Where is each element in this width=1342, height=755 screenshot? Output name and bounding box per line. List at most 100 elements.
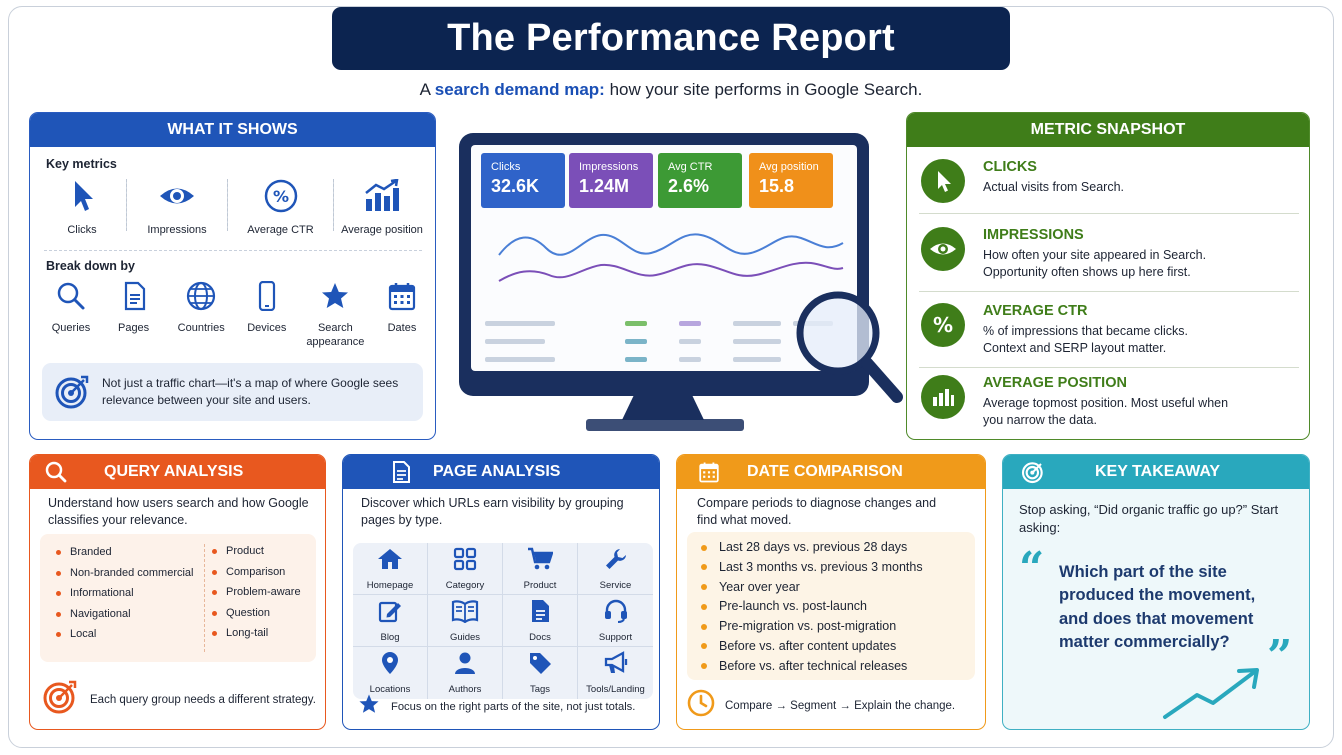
list-item: Before vs. after technical releases (699, 660, 923, 673)
cursor-icon (67, 179, 97, 218)
breakdown-countries: Countries (167, 281, 235, 350)
breakdown-label: Countries (177, 322, 225, 334)
date-comparison-header: DATE COMPARISON (677, 455, 985, 489)
snapshot-desc: Actual visits from Search. (983, 180, 1125, 194)
snapshot-desc: % of impressions that became clicks. (983, 324, 1188, 338)
date-comparison-title: DATE COMPARISON (747, 463, 903, 480)
kpi-card: Impressions 1.24M (569, 153, 653, 208)
list-item: Year over year (699, 581, 923, 594)
key-takeaway-title: KEY TAKEAWAY (1095, 463, 1221, 480)
page-type-label: Authors (448, 684, 482, 695)
breakdown-devices: Devices (240, 280, 294, 350)
page-type-homepage: Homepage (353, 543, 428, 595)
metric-ctr: % Average CTR (228, 179, 333, 238)
page-analysis-title: PAGE ANALYSIS (433, 463, 561, 480)
divider (227, 179, 228, 231)
page-type-support: Support (578, 595, 653, 647)
home-icon (377, 547, 403, 576)
page-type-service: Service (578, 543, 653, 595)
page-type-label: Product (523, 579, 557, 591)
svg-text:%: % (272, 187, 288, 206)
page-type-authors: Authors (428, 647, 503, 699)
page-footer-text: Focus on the right parts of the site, no… (391, 700, 636, 713)
page-type-label: Docs (529, 631, 551, 643)
divider (919, 291, 1299, 292)
query-footer-text: Each query group needs a different strat… (90, 693, 316, 706)
breakdown-dates: Dates (377, 281, 427, 350)
query-list-1: Branded Non-branded commercial Informati… (54, 547, 194, 650)
target-icon (42, 679, 78, 720)
date-footer-text: Compare → Segment → Explain the change. (725, 699, 956, 712)
kpi-value: 32.6K (491, 176, 540, 196)
list-item: Informational (54, 588, 194, 599)
metric-label: Clicks (67, 224, 97, 236)
close-quote-icon: ” (1267, 631, 1293, 682)
page-analysis-header: PAGE ANALYSIS (343, 455, 659, 489)
page-types-grid: Homepage Category Product Service Blog G… (353, 543, 653, 699)
list-item: Before vs. after content updates (699, 640, 923, 653)
cart-icon (527, 547, 554, 576)
percent-icon: % (921, 303, 965, 347)
page-title: The Performance Report (332, 7, 1010, 70)
query-intro: Understand how users search and how Goog… (48, 496, 309, 527)
page-type-tools-landing: Tools/Landing (578, 647, 653, 699)
breakdown-label: Devices (247, 322, 287, 334)
user-icon (453, 651, 477, 680)
query-analysis-panel: QUERY ANALYSIS Understand how users sear… (29, 454, 326, 730)
page-type-label: Support (598, 631, 633, 643)
divider (333, 179, 334, 231)
globe-icon (186, 281, 216, 316)
edit-icon (378, 599, 402, 628)
list-item: Last 3 months vs. previous 3 months (699, 561, 923, 574)
map-pin-icon (379, 651, 401, 680)
date-options-box: Last 28 days vs. previous 28 days Last 3… (687, 532, 975, 680)
date-intro: Compare periods to diagnose changes and … (697, 496, 937, 527)
monitor-base (586, 419, 744, 431)
divider (919, 367, 1299, 368)
snapshot-desc: Average topmost position. Most useful wh… (983, 396, 1229, 410)
relevance-note: Not just a traffic chart—it's a map of w… (42, 363, 423, 421)
document-icon (119, 281, 149, 316)
grid-icon (453, 547, 477, 576)
open-quote-icon: “ (1019, 543, 1045, 594)
query-analysis-header: QUERY ANALYSIS (30, 455, 325, 489)
snapshot-desc: you narrow the data. (983, 412, 1097, 427)
document-icon (389, 461, 413, 483)
page-type-label: Blog (380, 631, 400, 643)
page-type-product: Product (503, 543, 578, 595)
date-options-list: Last 28 days vs. previous 28 days Last 3… (699, 541, 923, 680)
subtitle-prefix: A (419, 80, 435, 99)
break-down-label: Break down by (46, 259, 135, 273)
metric-position: Average position (334, 178, 430, 238)
breakdown-label: Queries (51, 322, 91, 334)
snapshot-name: IMPRESSIONS (983, 227, 1084, 243)
target-icon (1021, 460, 1045, 484)
page-type-blog: Blog (353, 595, 428, 647)
kpi-label: Impressions (579, 161, 639, 173)
page-frame (8, 6, 1334, 748)
list-item: Long-tail (210, 628, 301, 639)
list-item: Navigational (54, 608, 194, 620)
kpi-value: 2.6% (668, 176, 710, 196)
metric-label: Average CTR (247, 224, 314, 236)
what-it-shows-title: WHAT IT SHOWS (167, 121, 298, 138)
kpi-label: Avg CTR (668, 161, 713, 173)
breakdown-queries: Queries (42, 281, 100, 350)
trend-line-blue (498, 233, 844, 256)
page-type-label: Homepage (366, 579, 414, 591)
breakdown-pages: Pages (105, 281, 163, 350)
key-takeaway-header: KEY TAKEAWAY (1003, 455, 1309, 489)
wrench-icon (604, 547, 628, 576)
kpi-label: Avg position (759, 161, 819, 173)
metric-snapshot-title: METRIC SNAPSHOT (1030, 121, 1186, 138)
takeaway-intro: Stop asking, “Did organic traffic go up?… (1019, 502, 1279, 535)
list-item: Question (210, 607, 301, 619)
kpi-value: 1.24M (579, 176, 630, 196)
calendar-icon (697, 461, 721, 483)
